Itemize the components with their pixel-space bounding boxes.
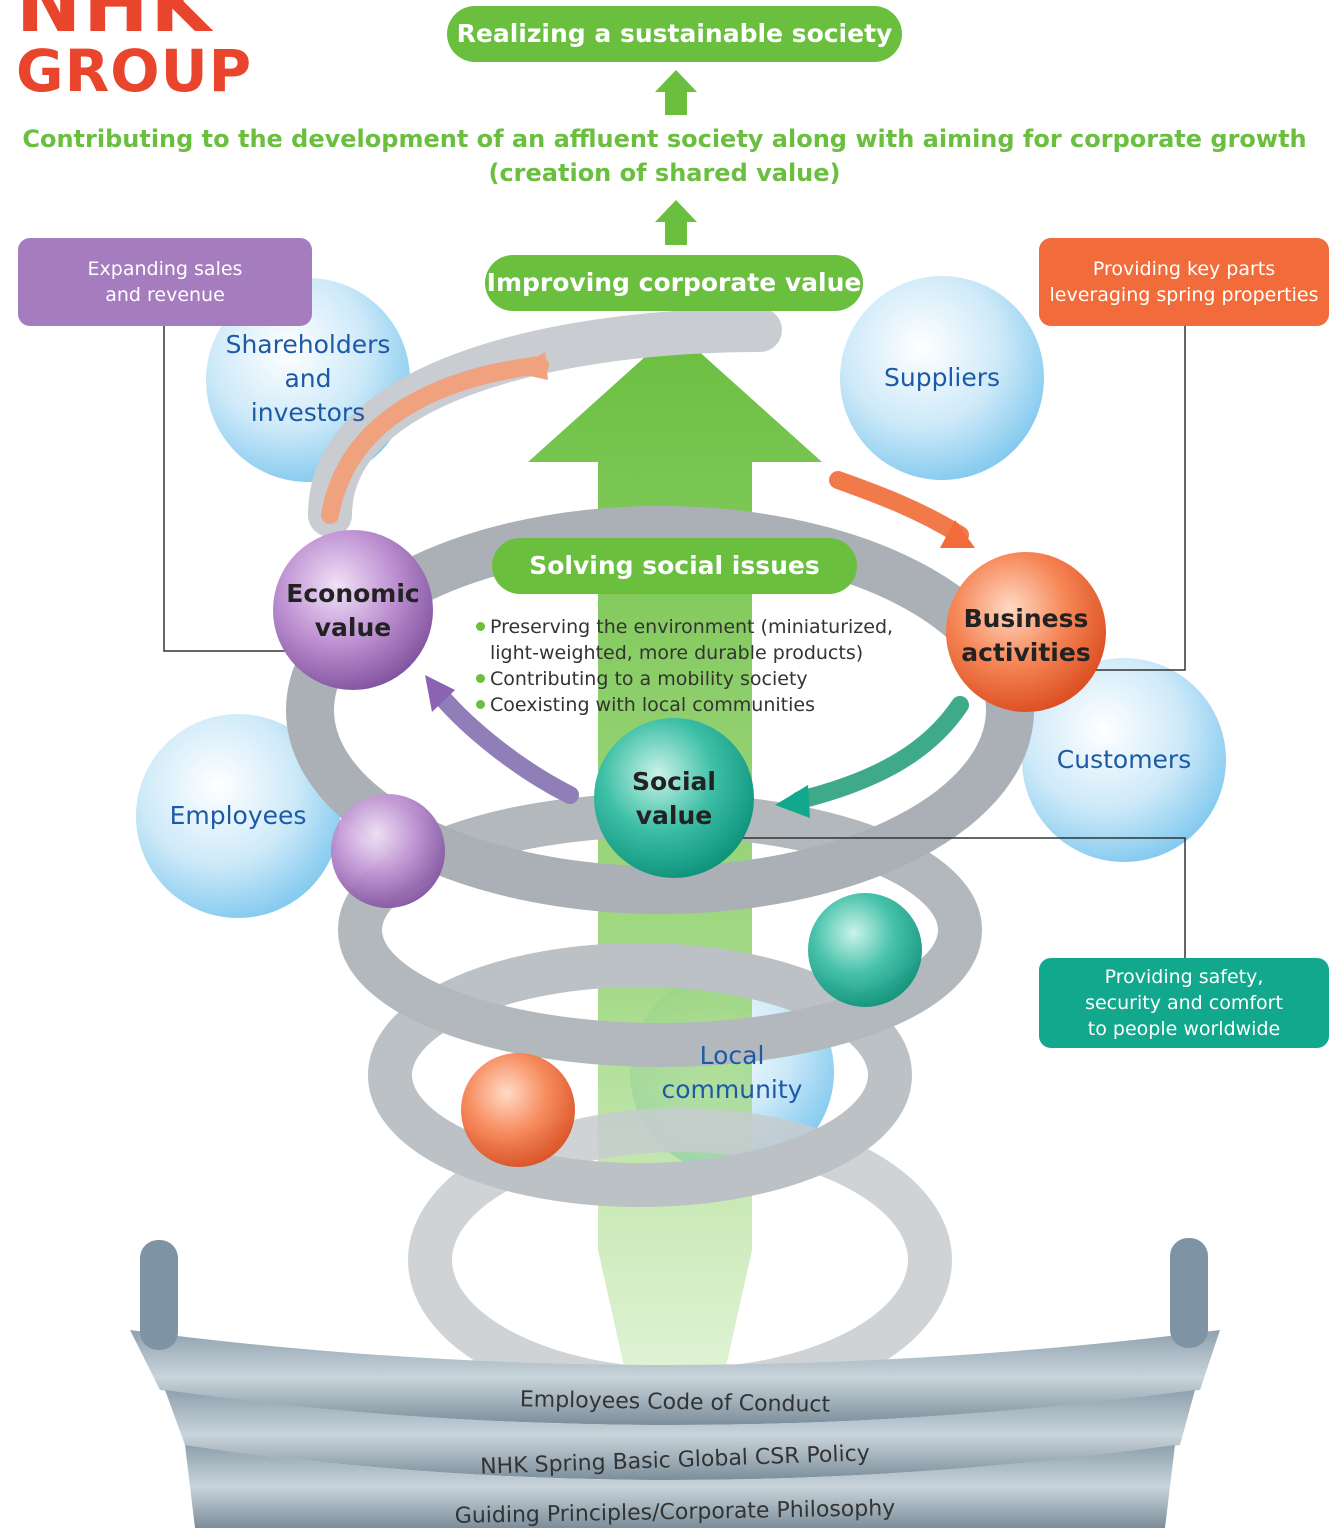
- callout-economic: Expanding sales and revenue: [18, 238, 312, 326]
- issue-item: Coexisting with local communities: [474, 692, 934, 718]
- bubble-employees: [136, 714, 340, 918]
- local-line1: Local: [699, 1041, 765, 1070]
- issue-text: Contributing to a mobility society: [490, 668, 808, 690]
- ball-economic: [273, 530, 433, 690]
- callout-economic-line2: and revenue: [105, 284, 225, 306]
- local-line2: community: [661, 1075, 803, 1104]
- issues-list: Preserving the environment (miniaturized…: [474, 614, 934, 718]
- issue-item: Preserving the environment (miniaturized…: [474, 614, 934, 666]
- suppliers-label: Suppliers: [883, 363, 1001, 392]
- bullet-dot: [476, 674, 485, 683]
- economic-line2: value: [314, 613, 392, 642]
- issue-text: Coexisting with local communities: [490, 694, 815, 716]
- headline-line1: Contributing to the development of an af…: [22, 125, 1307, 153]
- headline-line2: (creation of shared value): [488, 159, 841, 187]
- social-value-label: Social value: [594, 765, 754, 833]
- shareholders-line3: investors: [250, 398, 366, 427]
- headline: Contributing to the development of an af…: [0, 122, 1329, 190]
- shareholders-label: Shareholders and investors: [208, 328, 408, 430]
- social-line2: value: [635, 801, 713, 830]
- shareholders-line1: Shareholders: [225, 330, 391, 359]
- logo-line1: NHK: [16, 0, 214, 50]
- ball-social: [594, 718, 754, 878]
- callout-social-line2: security and comfort: [1085, 992, 1283, 1014]
- callout-social-line1: Providing safety,: [1104, 966, 1264, 988]
- local-community-label: Local community: [632, 1039, 832, 1107]
- logo-line2: GROUP: [16, 37, 253, 105]
- economic-line1: Economic: [286, 579, 420, 608]
- business-activities-label: Business activities: [946, 602, 1106, 670]
- callout-business-line1: Providing key parts: [1092, 258, 1276, 280]
- improving-pill: Improving corporate value: [485, 255, 863, 311]
- bullet-dot: [476, 700, 485, 709]
- economic-value-label: Economic value: [273, 577, 433, 645]
- ball-business: [946, 552, 1106, 712]
- solving-pill: Solving social issues: [492, 538, 857, 594]
- bubble-customers: [1022, 658, 1226, 862]
- top-goal: Realizing a sustainable society: [447, 6, 902, 62]
- callout-business: Providing key parts leveraging spring pr…: [1039, 238, 1329, 326]
- employees-label: Employees: [169, 801, 307, 830]
- callout-business-line2: leveraging spring properties: [1049, 284, 1319, 306]
- bubble-suppliers: [840, 276, 1044, 480]
- issue-text: Preserving the environment (miniaturized…: [490, 616, 894, 664]
- shareholders-line2: and: [284, 364, 332, 393]
- green-arrow: [528, 330, 822, 1528]
- logo: NHK GROUP: [16, 0, 256, 102]
- callout-economic-line1: Expanding sales: [87, 258, 243, 280]
- social-line1: Social: [631, 767, 716, 796]
- customers-label: Customers: [1056, 745, 1192, 774]
- business-line1: Business: [963, 604, 1089, 633]
- callout-social: Providing safety, security and comfort t…: [1039, 958, 1329, 1048]
- issue-item: Contributing to a mobility society: [474, 666, 934, 692]
- bullet-dot: [476, 622, 485, 631]
- callout-social-line3: to people worldwide: [1087, 1018, 1281, 1040]
- business-line2: activities: [961, 638, 1091, 667]
